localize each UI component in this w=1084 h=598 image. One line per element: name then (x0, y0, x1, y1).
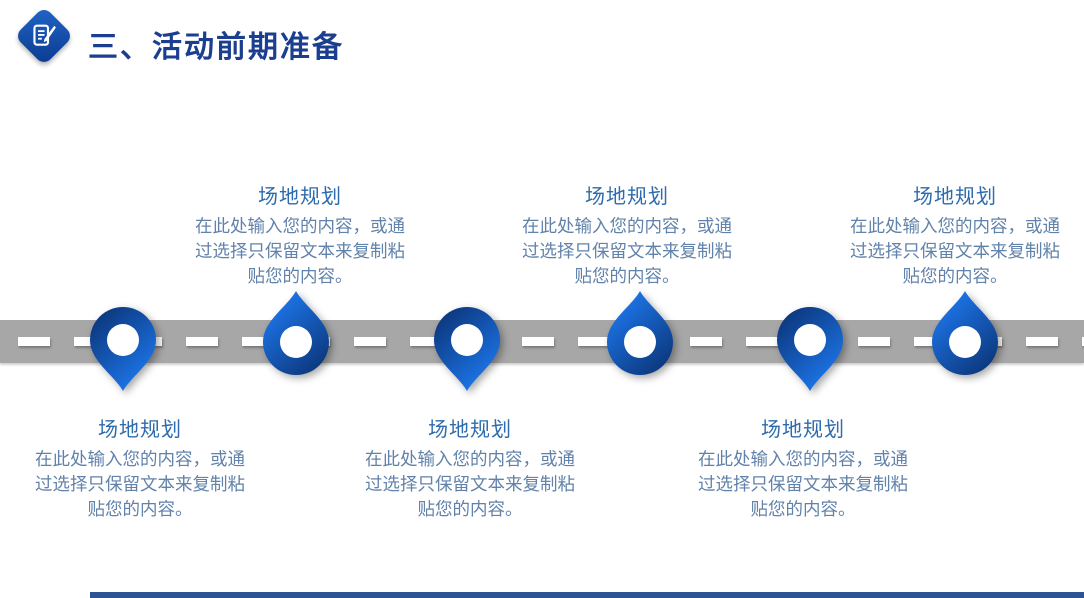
location-pin-icon (774, 307, 846, 393)
location-pin-icon (604, 289, 676, 375)
location-pin-icon (431, 307, 503, 393)
edit-document-icon (33, 24, 56, 46)
milestone-text-above-3: 场地规划 在此处输入您的内容，或通过选择只保留文本来复制粘贴您的内容。 (843, 180, 1067, 290)
milestone-heading: 场地规划 (913, 184, 997, 208)
milestone-body: 在此处输入您的内容，或通过选择只保留文本来复制粘贴您的内容。 (698, 450, 908, 520)
location-pin-icon (929, 289, 1001, 375)
slide-title: 三、活动前期准备 (88, 30, 344, 65)
location-pin-icon (87, 307, 159, 393)
milestone-body: 在此处输入您的内容，或通过选择只保留文本来复制粘贴您的内容。 (35, 450, 245, 520)
milestone-heading: 场地规划 (258, 184, 342, 208)
milestone-heading: 场地规划 (98, 417, 182, 441)
milestone-text-below-3: 场地规划 在此处输入您的内容，或通过选择只保留文本来复制粘贴您的内容。 (691, 413, 915, 523)
milestone-body: 在此处输入您的内容，或通过选择只保留文本来复制粘贴您的内容。 (522, 217, 732, 287)
road-center-dashes (18, 337, 1084, 346)
milestone-heading: 场地规划 (428, 417, 512, 441)
milestone-body: 在此处输入您的内容，或通过选择只保留文本来复制粘贴您的内容。 (365, 450, 575, 520)
milestone-text-above-1: 场地规划 在此处输入您的内容，或通过选择只保留文本来复制粘贴您的内容。 (188, 180, 412, 290)
milestone-text-below-2: 场地规划 在此处输入您的内容，或通过选择只保留文本来复制粘贴您的内容。 (358, 413, 582, 523)
milestone-heading: 场地规划 (761, 417, 845, 441)
milestone-heading: 场地规划 (585, 184, 669, 208)
milestone-body: 在此处输入您的内容，或通过选择只保留文本来复制粘贴您的内容。 (195, 217, 405, 287)
location-pin-icon (260, 289, 332, 375)
milestone-body: 在此处输入您的内容，或通过选择只保留文本来复制粘贴您的内容。 (850, 217, 1060, 287)
milestone-text-above-2: 场地规划 在此处输入您的内容，或通过选择只保留文本来复制粘贴您的内容。 (515, 180, 739, 290)
milestone-text-below-1: 场地规划 在此处输入您的内容，或通过选择只保留文本来复制粘贴您的内容。 (28, 413, 252, 523)
footer-accent-bar (90, 592, 1084, 598)
